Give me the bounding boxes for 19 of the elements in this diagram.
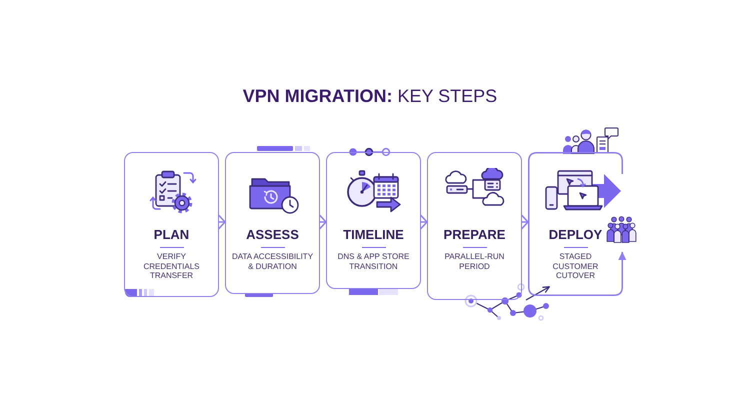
step-description: VERIFY CREDENTIALS TRANSFER	[142, 252, 200, 280]
step-description: DATA ACCESSIBILITY & DURATION	[230, 252, 314, 271]
chevron-arrow	[420, 214, 428, 230]
chevron-arrow	[521, 214, 529, 230]
step-card	[225, 152, 320, 294]
step-description: STAGED CUSTOMER CUTOVER	[552, 252, 600, 280]
step-title: ASSESS	[246, 226, 299, 242]
step-description: DNS & APP STORE TRANSITION	[336, 252, 410, 271]
step-title: TIMELINE	[343, 226, 404, 242]
step-card	[326, 152, 421, 289]
chevron-arrow	[319, 214, 327, 230]
step-title: DEPLOY	[548, 226, 602, 242]
chevron-arrow	[218, 214, 226, 230]
step-description: PARALLEL-RUN PERIOD	[444, 252, 506, 271]
diagram-title: VPN MIGRATION: KEY STEPS	[242, 85, 498, 107]
step-title: PLAN	[154, 226, 190, 242]
step-card	[124, 152, 219, 297]
step-card	[427, 152, 522, 300]
step-title: PREPARE	[444, 226, 506, 242]
